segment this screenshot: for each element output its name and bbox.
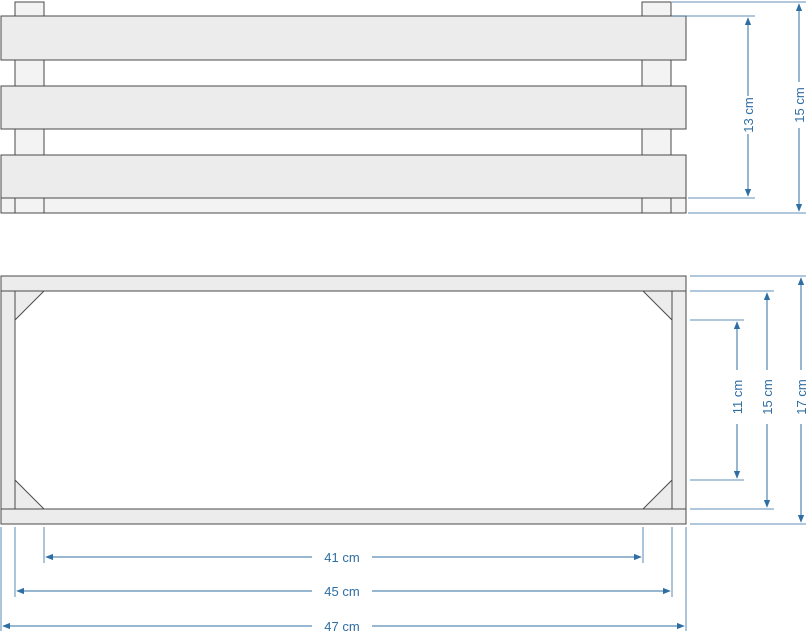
- right-side-board: [671, 290, 687, 510]
- dim-label-45cm: 45 cm: [324, 584, 359, 599]
- inner-opening: [14, 290, 673, 510]
- dimension-mid-length: 45 cm: [14, 527, 673, 599]
- left-post-foot: [14, 197, 45, 214]
- corner-brace-top-right: [641, 290, 673, 322]
- dim-label-47cm: 47 cm: [324, 619, 359, 632]
- dimension-inner-length: 41 cm: [43, 527, 644, 565]
- left-side-board: [0, 290, 16, 510]
- slat-middle: [0, 85, 687, 130]
- dim-label-15cm-top: 15 cm: [760, 379, 775, 414]
- bottom-board: [0, 508, 687, 525]
- dim-label-13cm: 13 cm: [741, 97, 756, 132]
- dimension-outer-width: 17 cm: [690, 275, 809, 525]
- corner-brace-top-left: [14, 290, 46, 322]
- right-post-foot: [641, 197, 672, 214]
- dim-label-41cm: 41 cm: [324, 550, 359, 565]
- dim-label-15cm-front: 15 cm: [792, 87, 807, 122]
- dim-label-17cm: 17 cm: [794, 379, 809, 414]
- corner-brace-bottom-left: [14, 478, 46, 510]
- base-board: [0, 197, 687, 214]
- front-view: 13 cm 15 cm: [0, 1, 807, 214]
- dim-label-11cm: 11 cm: [730, 380, 745, 414]
- corner-brace-bottom-right: [641, 478, 673, 510]
- slat-bottom: [0, 154, 687, 199]
- dimension-inner-width: 11 cm: [690, 319, 745, 481]
- dimension-outer-height: 15 cm: [672, 1, 807, 214]
- dimension-inner-height: 13 cm: [672, 15, 756, 199]
- top-view: 11 cm 15 cm 17 cm 41 cm: [0, 275, 809, 632]
- top-board: [0, 275, 687, 292]
- dimension-outer-length: 47 cm: [0, 527, 687, 632]
- slat-top: [0, 15, 687, 61]
- dimension-mid-width: 15 cm: [690, 290, 775, 510]
